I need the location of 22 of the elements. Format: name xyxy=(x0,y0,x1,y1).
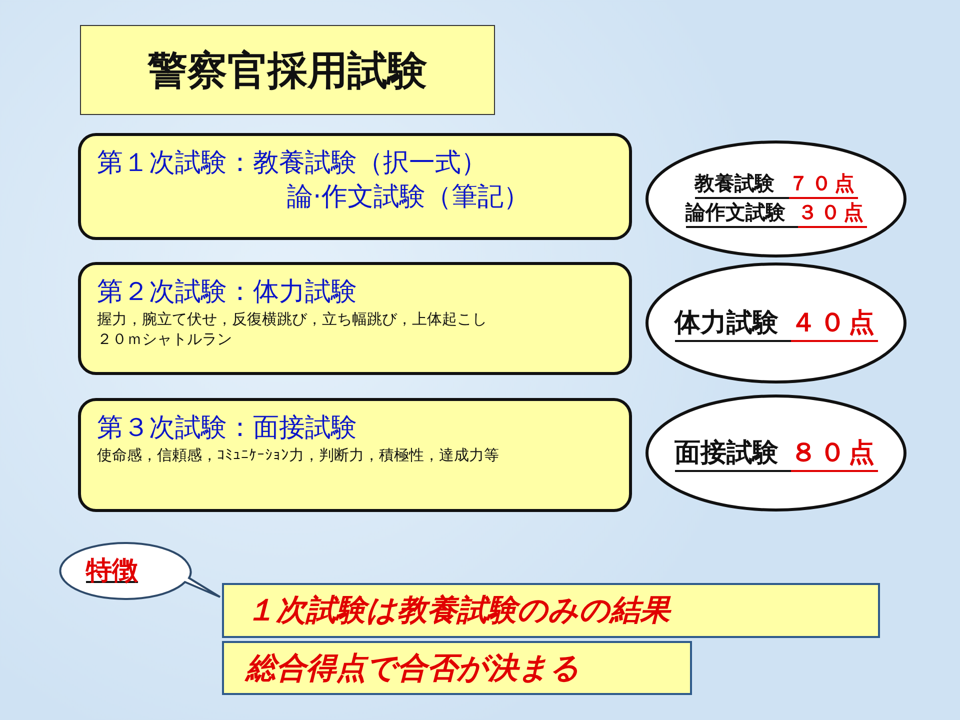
score-text: ４０点 xyxy=(790,304,878,342)
stage-heading: 第１次試験：教養試験（択一式） xyxy=(97,147,488,180)
stage-heading-line: 論·作文試験（筆記） xyxy=(286,181,530,214)
feature-box: 総合得点で合否が決まる xyxy=(222,641,692,695)
test-items-text: 握力，腕立て伏せ，反復横跳び，立ち幅跳び，上体起こし xyxy=(97,309,488,329)
exam-name: 面接試験 xyxy=(674,436,778,470)
score-text: ８０点 xyxy=(790,434,878,472)
score-text: ７０点 xyxy=(788,170,858,199)
score-text: ３０点 xyxy=(798,199,866,228)
stage-heading: 第２次試験：体力試験 xyxy=(97,276,358,309)
stage-heading: 第３次試験：面接試験 xyxy=(97,412,358,445)
title-box: 警察官採用試験 xyxy=(80,25,495,115)
exam-stage-box xyxy=(78,398,632,512)
exam-stage-box xyxy=(78,133,632,240)
feature-box: １次試験は教養試験のみの結果 xyxy=(222,583,880,638)
exam-name: 論作文試験 xyxy=(686,199,786,226)
test-items-text: ２０ｍシャトルラン xyxy=(97,329,233,349)
exam-stage-box xyxy=(78,262,632,375)
exam-name: 体力試験 xyxy=(674,306,778,340)
feature-label: 特徴 xyxy=(86,555,138,588)
test-items-text: 使命感，信頼感，ｺﾐｭﾆｹｰｼｮﾝ力，判断力，積極性，達成力等 xyxy=(97,445,500,465)
exam-name: 教養試験 xyxy=(694,170,774,197)
